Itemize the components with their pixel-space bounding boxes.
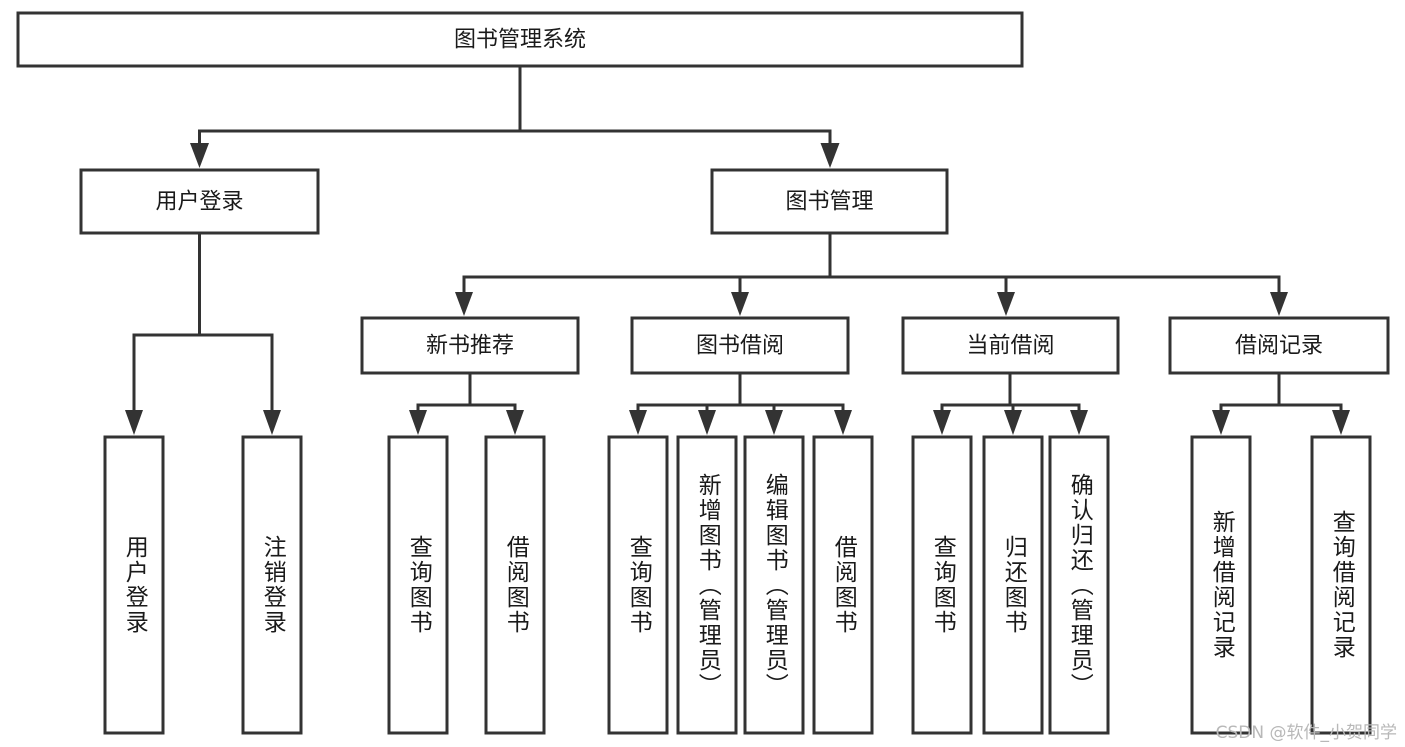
node-label-level3-0: 新书推荐 <box>426 334 514 359</box>
node-box-level3-3[interactable] <box>1168 316 1390 375</box>
node-label-level2-0: 用户登录 <box>155 190 243 215</box>
arrow-head-book-borrow <box>731 292 749 316</box>
arrow-head-leaf-query-book-2 <box>629 410 647 435</box>
arrow-head-user-login <box>190 143 209 168</box>
node-label-level3-2: 当前借阅 <box>966 334 1054 359</box>
node-box-leaf-5[interactable] <box>676 435 738 735</box>
node-box-leaf-10[interactable] <box>1048 435 1110 735</box>
node-box-leaf-9[interactable] <box>982 435 1044 735</box>
arrow-head-borrow-record <box>1270 292 1288 316</box>
node-box-level3-1[interactable] <box>630 316 850 375</box>
arrow-head-leaf-edit-book <box>765 410 783 435</box>
arrow-head-leaf-query-book-1 <box>409 410 427 435</box>
arrow-head-leaf-add-book <box>698 410 716 435</box>
arrow-head-leaf-return-book <box>1004 410 1022 435</box>
watermark-text: CSDN @软件_小贺同学 <box>1215 723 1397 743</box>
node-boxes-layer <box>16 11 1390 735</box>
arrow-head-book-mgmt <box>820 143 840 168</box>
arrow-head-leaf-user-login <box>125 410 143 435</box>
node-box-level2-1[interactable] <box>710 168 949 235</box>
node-label-level3-3: 借阅记录 <box>1235 334 1323 359</box>
node-box-leaf-0[interactable] <box>103 435 165 735</box>
connector-group-root-to-level2 <box>190 64 840 168</box>
node-box-leaf-7[interactable] <box>812 435 874 735</box>
arrow-head-leaf-query-book-3 <box>933 410 951 435</box>
node-label-root: 图书管理系统 <box>454 28 586 53</box>
node-box-root[interactable] <box>16 11 1024 68</box>
arrow-head-leaf-borrow-book-2 <box>834 410 852 435</box>
arrow-head-current-borrow <box>997 292 1015 316</box>
node-label-level2-1: 图书管理 <box>785 190 873 215</box>
node-box-level3-2[interactable] <box>901 316 1120 375</box>
arrow-head-leaf-add-record <box>1212 410 1230 435</box>
node-box-leaf-12[interactable] <box>1310 435 1372 735</box>
node-label-level3-1: 图书借阅 <box>696 334 784 359</box>
arrow-head-leaf-confirm-return <box>1070 410 1088 435</box>
connector-group-new-book-rec <box>409 371 524 435</box>
node-box-leaf-3[interactable] <box>484 435 546 735</box>
node-box-level2-0[interactable] <box>79 168 320 235</box>
connector-group-book-borrow <box>629 371 852 435</box>
arrow-head-new-book-rec <box>455 292 473 316</box>
connector-group-book-mgmt <box>455 231 1288 316</box>
node-box-leaf-6[interactable] <box>743 435 805 735</box>
arrow-head-leaf-query-record <box>1332 410 1350 435</box>
connector-group-current-borrow <box>933 371 1088 435</box>
node-box-leaf-4[interactable] <box>607 435 669 735</box>
node-box-leaf-1[interactable] <box>241 435 303 735</box>
node-box-level3-0[interactable] <box>360 316 580 375</box>
connector-group-borrow-record <box>1212 371 1350 435</box>
arrow-head-leaf-logout <box>263 410 281 435</box>
node-box-leaf-8[interactable] <box>911 435 973 735</box>
node-box-leaf-11[interactable] <box>1190 435 1252 735</box>
connector-group-user-login <box>125 231 281 435</box>
arrow-head-leaf-borrow-book-1 <box>506 410 524 435</box>
node-box-leaf-2[interactable] <box>387 435 449 735</box>
